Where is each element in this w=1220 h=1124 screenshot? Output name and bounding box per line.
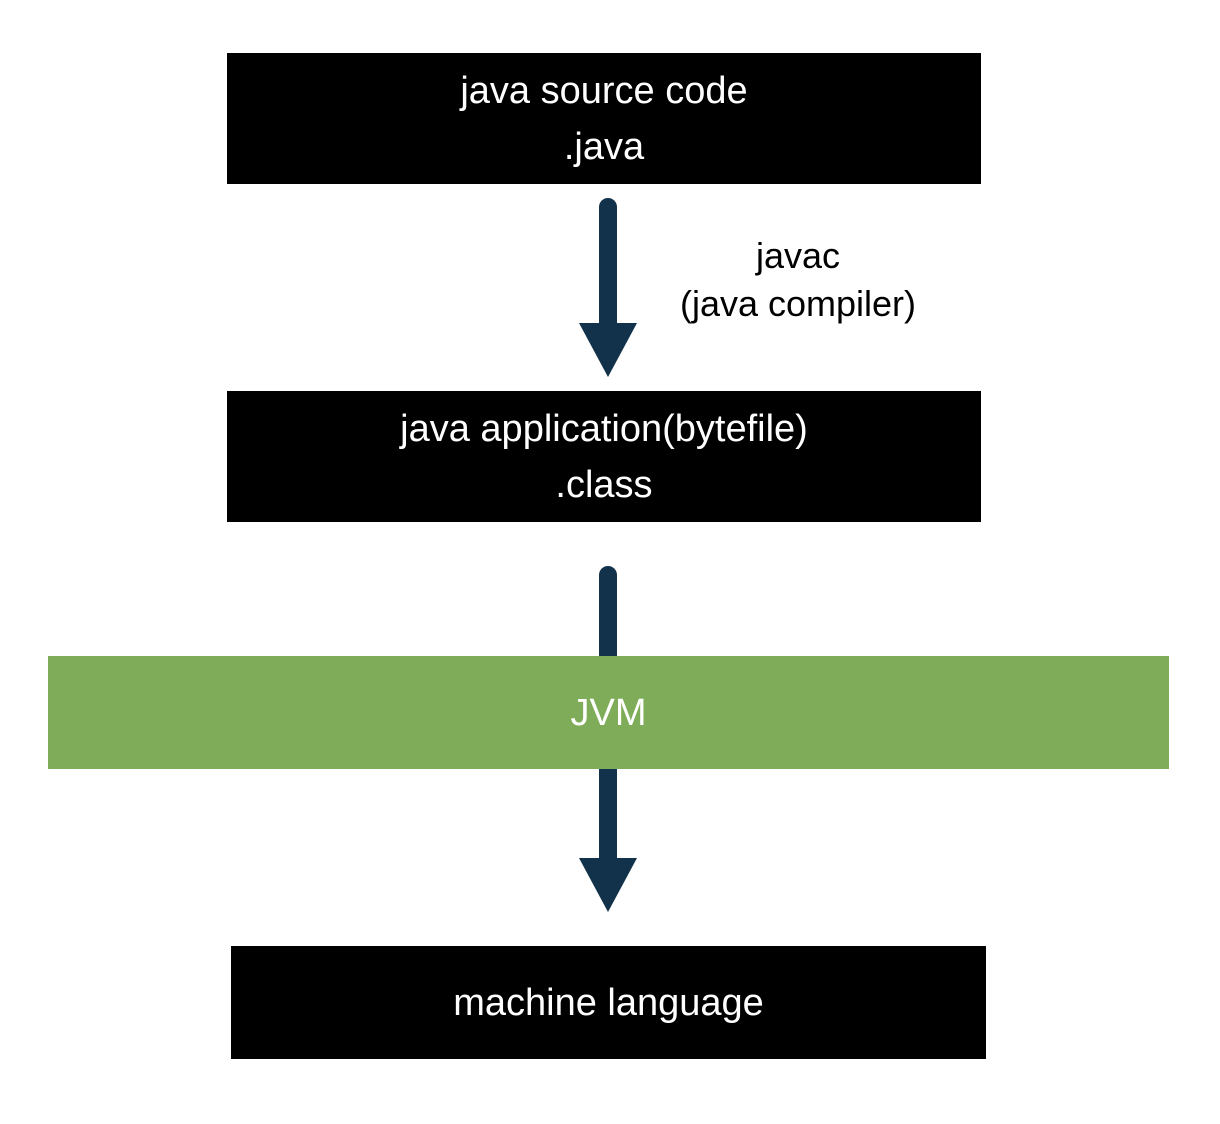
arrow-compile bbox=[579, 198, 637, 377]
compiler-name: javac bbox=[755, 235, 841, 276]
machine-language-label: machine language bbox=[453, 981, 764, 1024]
bytecode-extension: .class bbox=[555, 463, 653, 506]
bytecode-title: java application(bytefile) bbox=[400, 407, 808, 450]
bytecode-box: java application(bytefile) .class bbox=[227, 391, 981, 522]
jvm-box: JVM bbox=[48, 656, 1169, 769]
source-code-extension: .java bbox=[563, 125, 645, 168]
source-code-title: java source code bbox=[460, 69, 748, 112]
source-code-box: java source code .java bbox=[227, 53, 981, 184]
jvm-label: JVM bbox=[570, 691, 647, 734]
compiler-description: (java compiler) bbox=[679, 283, 917, 324]
compiler-label: javac (java compiler) bbox=[660, 232, 936, 328]
machine-language-box: machine language bbox=[231, 946, 986, 1059]
